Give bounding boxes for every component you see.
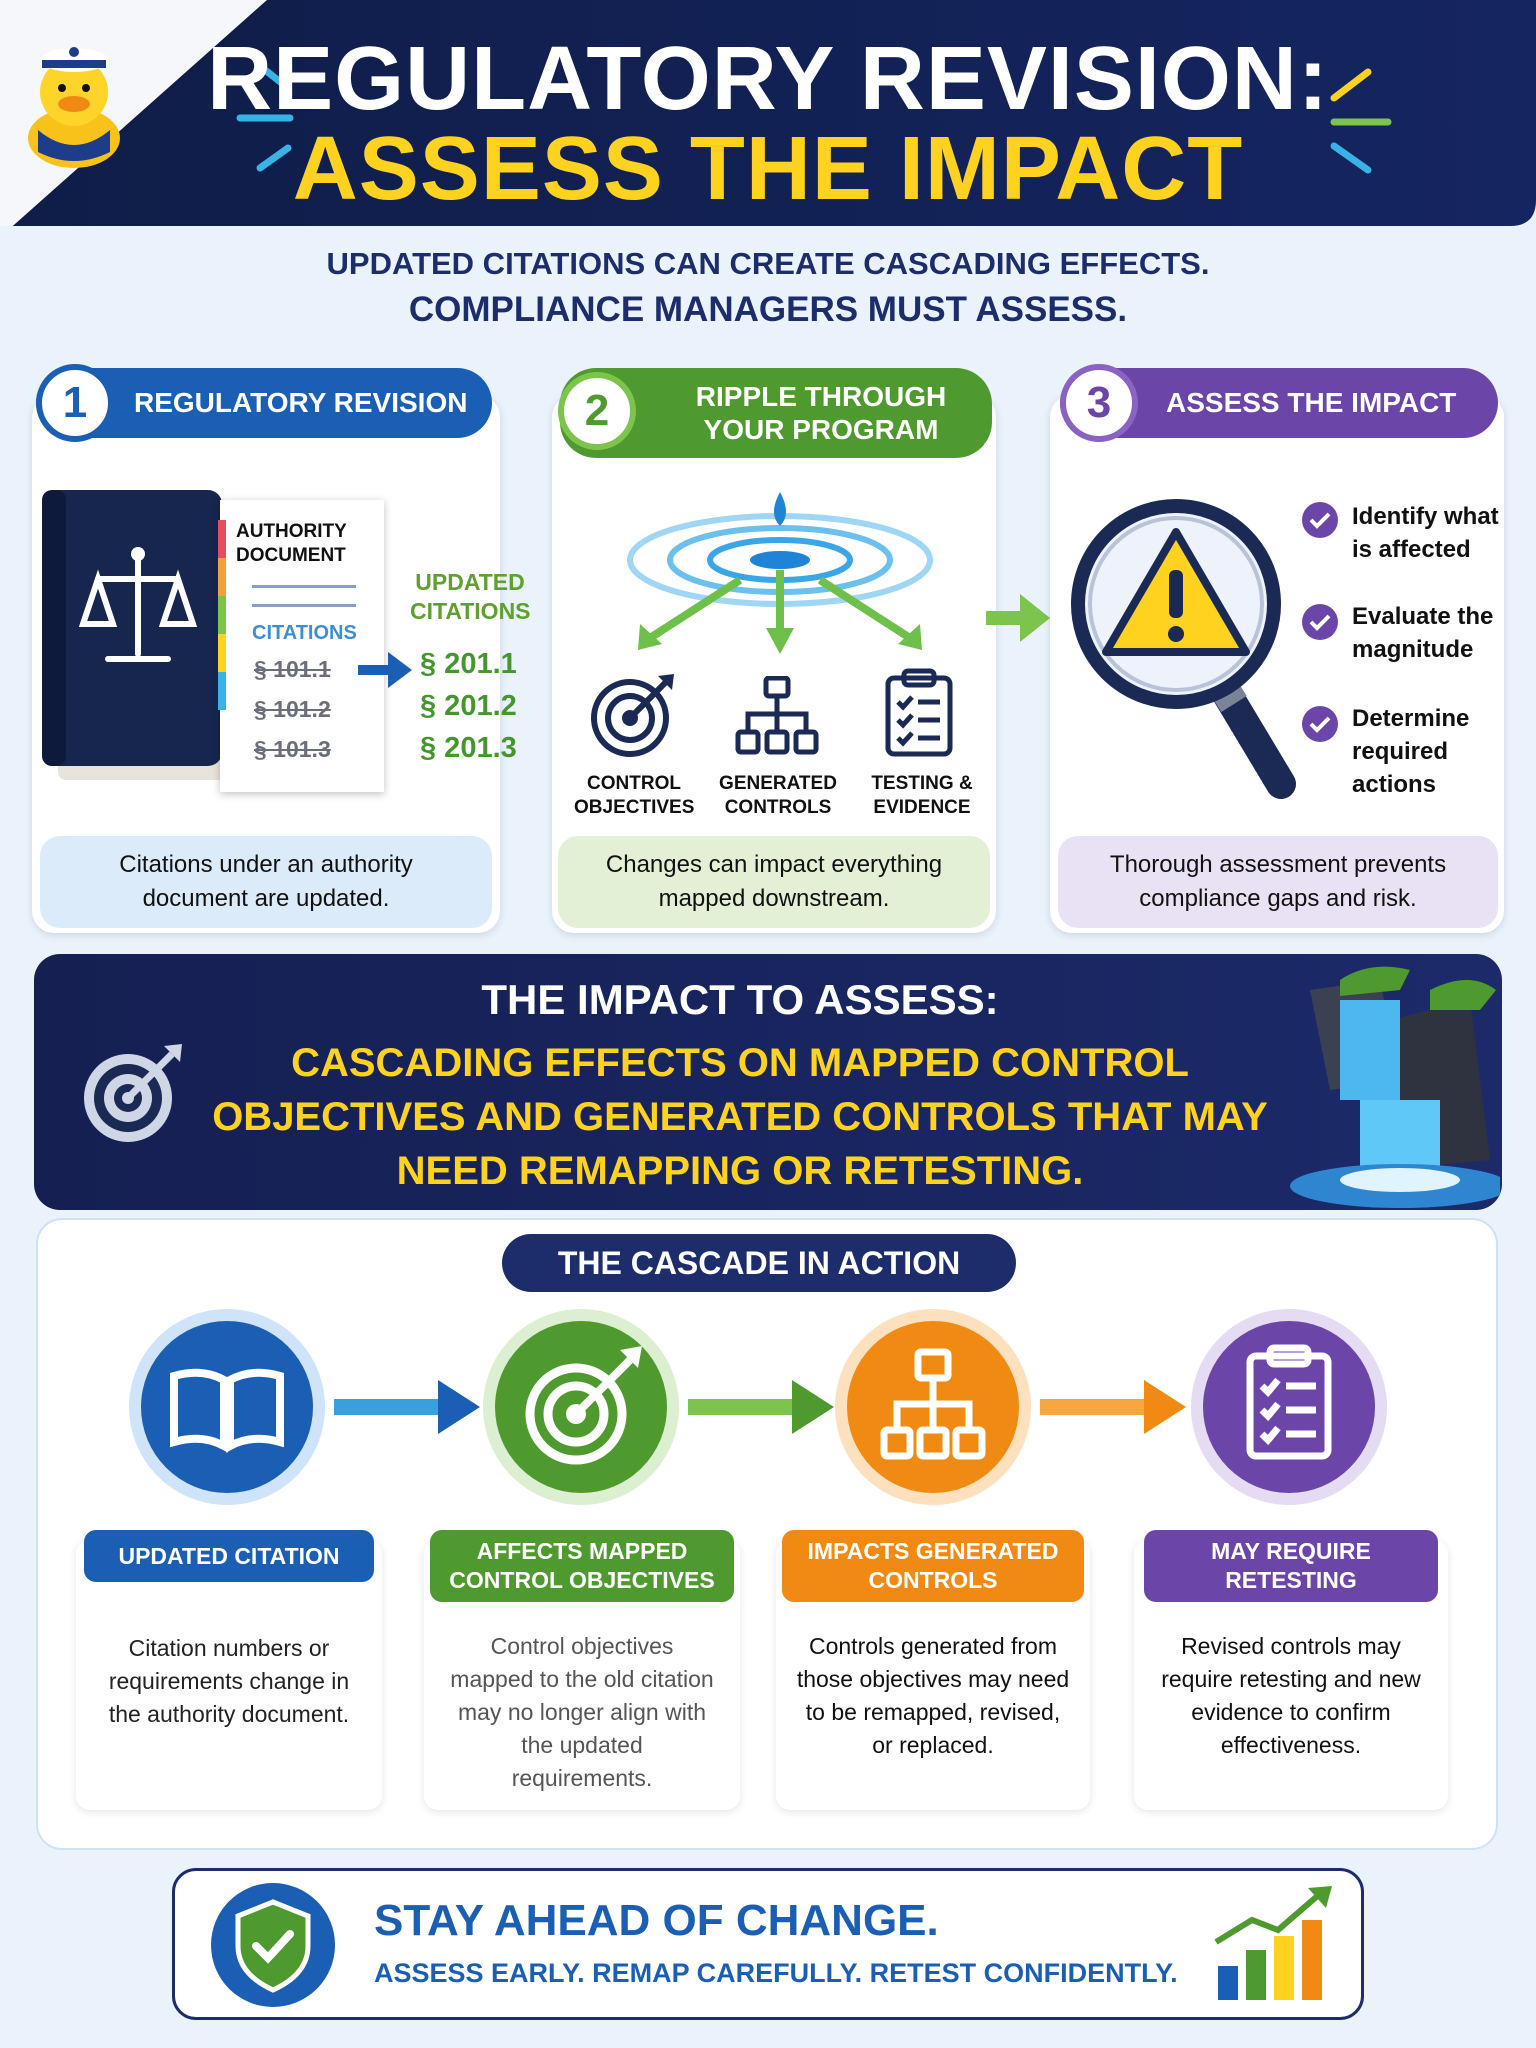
cascade-arrow-1-icon — [334, 1380, 480, 1434]
cascade-heading-pill: THE CASCADE IN ACTION — [502, 1234, 1016, 1292]
cascade-heading: THE CASCADE IN ACTION — [557, 1244, 961, 1281]
authority-document-label: AUTHORITY DOCUMENT — [236, 521, 347, 566]
impact-banner — [34, 954, 1502, 1210]
header-title-line1: REGULATORY REVISION: — [207, 29, 1329, 129]
check-item-3: Determine required actions — [1352, 705, 1470, 798]
doc-rule-lines — [252, 585, 356, 607]
cascade-stage1-title: UPDATED CITATION — [84, 1530, 374, 1582]
header-spark-right-icon — [1330, 68, 1392, 174]
step2-caption: Changes can impact everything mapped dow… — [558, 836, 990, 928]
impact-text: CASCADING EFFECTS ON MAPPED CONTROL OBJE… — [212, 1041, 1268, 1193]
water-ripple-icon — [627, 492, 933, 654]
hierarchy-icon — [735, 676, 819, 755]
cascade-stage3-hierarchy-icon — [835, 1309, 1031, 1505]
step3-title: ASSESS THE IMPACT — [1166, 387, 1457, 418]
new-citation-3: § 201.3 — [420, 732, 517, 764]
step2-title: RIPPLE THROUGH YOUR PROGRAM — [695, 381, 947, 445]
authority-document-sheet — [220, 500, 384, 792]
check-item-2: Evaluate the magnitude — [1352, 603, 1494, 663]
cascade-stage1-book-icon — [129, 1309, 325, 1505]
cascade-arrow-2-icon — [688, 1380, 834, 1434]
intro-line1: UPDATED CITATIONS CAN CREATE CASCADING E… — [326, 246, 1210, 281]
shield-check-icon — [211, 1883, 335, 2007]
step3-caption: Thorough assessment prevents compliance … — [1058, 836, 1498, 928]
step2-number: 2 — [558, 372, 636, 450]
impact-target-icon — [84, 1044, 182, 1142]
clipboard-icon — [885, 668, 953, 757]
intro-line2: COMPLIANCE MANAGERS MUST ASSESS. — [408, 290, 1128, 329]
step1-title: REGULATORY REVISION — [134, 387, 468, 418]
check-icon-3 — [1302, 706, 1338, 742]
law-book-icon — [42, 490, 228, 780]
impact-heading: THE IMPACT TO ASSESS: — [481, 976, 999, 1023]
waterfall-icon — [1290, 966, 1500, 1208]
new-citation-1: § 201.1 — [420, 648, 517, 680]
growth-chart-icon — [1214, 1886, 1332, 2000]
step2-item-control-objectives: CONTROL OBJECTIVES — [574, 773, 695, 818]
cascade-stage2-target-icon — [483, 1309, 679, 1505]
step2-item-testing-evidence: TESTING & EVIDENCE — [871, 773, 973, 818]
magnifier-warning-icon — [1071, 499, 1296, 799]
old-citation-1: § 101.1 — [254, 656, 331, 682]
target-icon — [591, 674, 674, 757]
cascade-stage2-text: Control objectives mapped to the old cit… — [450, 1633, 714, 1791]
citations-label: CITATIONS — [252, 622, 357, 644]
cascade-stage4-clipboard-icon — [1191, 1309, 1387, 1505]
duck-mascot-icon — [28, 47, 120, 168]
step3-number: 3 — [1060, 364, 1138, 442]
footer-card — [172, 1868, 1364, 2020]
old-citation-3: § 101.3 — [254, 736, 331, 762]
old-citation-2: § 101.2 — [254, 696, 331, 722]
arrow-right-icon — [358, 652, 412, 688]
cascade-stage1-text: Citation numbers or requirements change … — [108, 1635, 350, 1727]
check-item-1: Identify what is affected — [1352, 503, 1499, 563]
footer-title: STAY AHEAD OF CHANGE. — [374, 1896, 939, 1945]
header-spark-left-icon — [236, 62, 294, 172]
cascade-stage1-card — [76, 1540, 382, 1810]
cascade-arrow-3-icon — [1040, 1380, 1186, 1434]
step1-number: 1 — [36, 364, 114, 442]
cascade-stage2-title: AFFECTS MAPPED CONTROL OBJECTIVES — [430, 1530, 734, 1602]
step2-pill: RIPPLE THROUGH YOUR PROGRAM — [560, 368, 992, 458]
updated-citations-label: UPDATED CITATIONS — [410, 569, 531, 624]
cascade-stage3-title: IMPACTS GENERATED CONTROLS — [782, 1530, 1084, 1602]
step2-item-generated-controls: GENERATED CONTROLS — [719, 773, 837, 818]
arrow-right-green-icon — [986, 594, 1050, 642]
doc-tab-stack — [218, 520, 226, 710]
check-icon-1 — [1302, 502, 1338, 538]
cascade-stage4-title: MAY REQUIRE RETESTING — [1144, 1530, 1438, 1602]
new-citation-2: § 201.2 — [420, 690, 517, 722]
check-icon-2 — [1302, 604, 1338, 640]
header-title-line2: ASSESS THE IMPACT — [292, 119, 1244, 219]
step1-caption: Citations under an authority document ar… — [40, 836, 492, 928]
cascade-stage3-text: Controls generated from those objectives… — [796, 1633, 1070, 1758]
cascade-stage4-text: Revised controls may require retesting a… — [1161, 1633, 1421, 1758]
footer-tagline: ASSESS EARLY. REMAP CAREFULLY. RETEST CO… — [374, 1958, 1178, 1988]
